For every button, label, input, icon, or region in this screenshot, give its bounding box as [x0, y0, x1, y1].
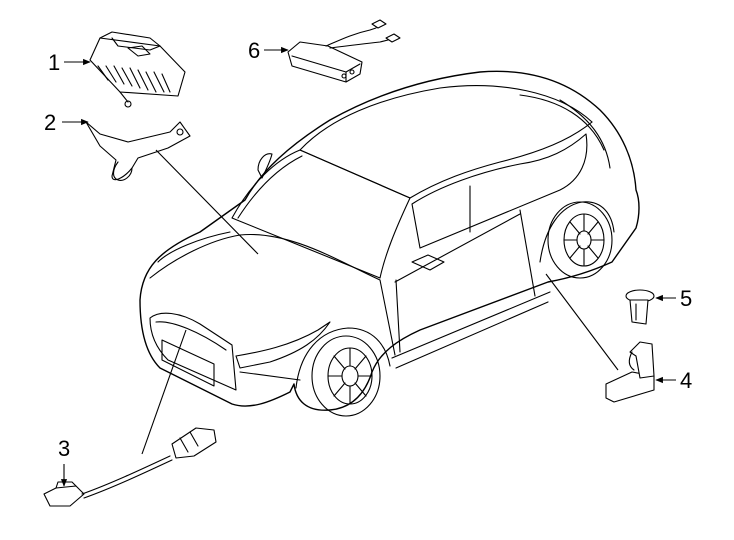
callout-4: 4 — [655, 368, 692, 393]
part-4-sensor — [605, 341, 655, 403]
part-2-bracket — [85, 121, 191, 181]
part-6-control-unit — [287, 19, 401, 83]
callout-2: 2 — [44, 110, 89, 135]
callout-number: 4 — [680, 368, 692, 393]
callout-number: 6 — [248, 38, 260, 63]
callout-number: 3 — [58, 436, 70, 461]
part-1-module — [89, 31, 186, 108]
callout-number: 1 — [48, 50, 60, 75]
callout-3: 3 — [58, 436, 70, 487]
callout-number: 2 — [44, 110, 56, 135]
leader-lines — [141, 149, 619, 455]
part-5-parking-sensor — [625, 289, 655, 325]
car-illustration — [139, 70, 640, 417]
callout-1: 1 — [48, 50, 91, 75]
callout-6: 6 — [248, 38, 289, 63]
callout-number: 5 — [680, 286, 692, 311]
callout-5: 5 — [655, 286, 692, 311]
